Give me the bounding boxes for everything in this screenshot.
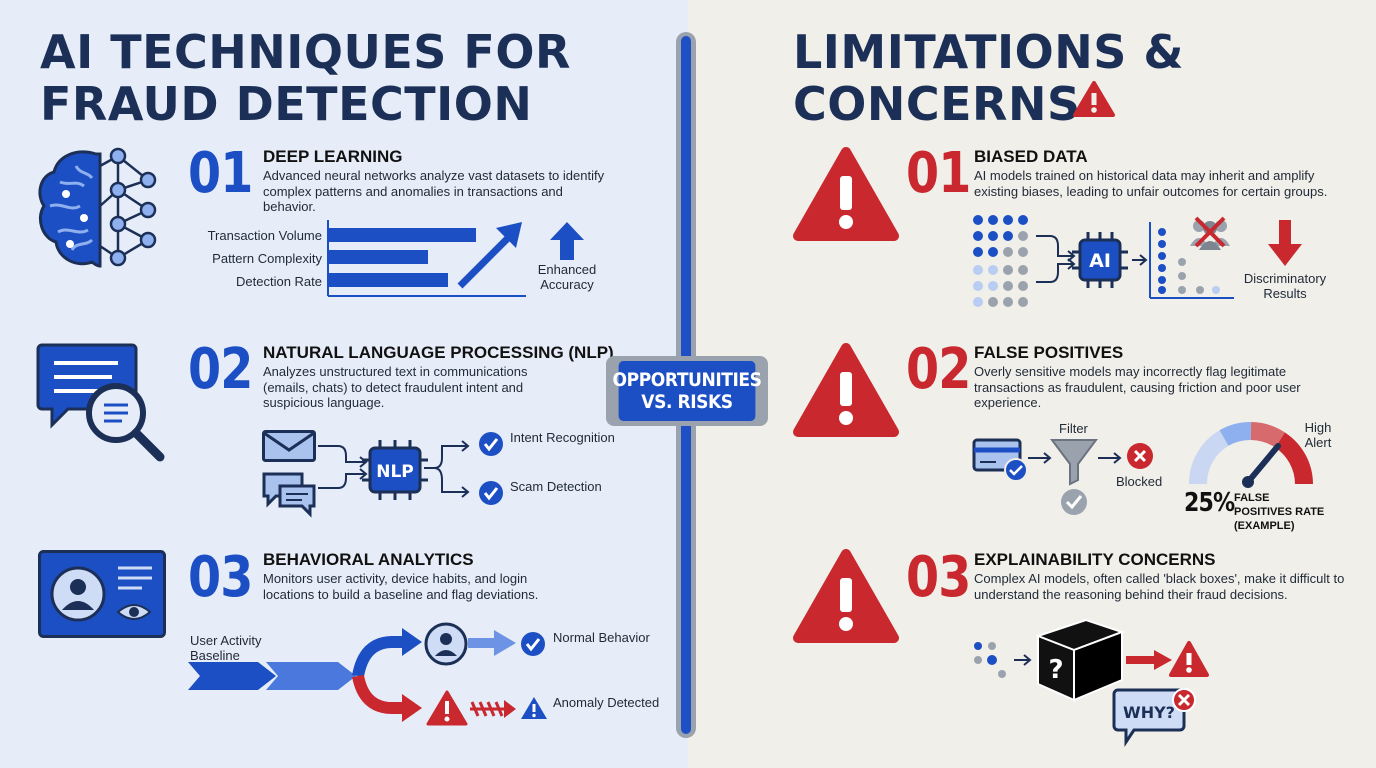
left-section-3-description: Monitors user activity, device habits, a… [263, 571, 539, 602]
left-section-2-title: NATURAL LANGUAGE PROCESSING (NLP) [263, 343, 614, 362]
blocked-x-icon [1127, 443, 1153, 469]
red-arrow-icon [1126, 650, 1172, 670]
envelope-icon [262, 430, 316, 462]
badge-line-1: OPPORTUNITIES [612, 369, 762, 391]
right-section-2-number: 02 [906, 337, 971, 402]
blocked-label: Blocked [1116, 474, 1163, 489]
high-alert-gauge [1188, 422, 1313, 488]
left-section-1-title: DEEP LEARNING [263, 147, 403, 166]
skewed-scatter-plot [1149, 222, 1234, 299]
chat-bubbles-icon [262, 472, 316, 518]
scam-check-icon [479, 481, 503, 505]
nlp-flow-connectors [318, 440, 470, 498]
filter-flow-arrows [1028, 452, 1122, 464]
intent-recognition-label: Intent Recognition [510, 430, 615, 445]
section-1-warning-icon [793, 147, 899, 241]
left-section-3-title: BEHAVIORAL ANALYTICS [263, 550, 474, 569]
user-activity-baseline-label: User Activity Baseline [190, 633, 262, 663]
black-box-icon: ? [1035, 618, 1125, 702]
right-title: LIMITATIONS & CONCERNS [793, 25, 1185, 131]
right-section-3-title: EXPLAINABILITY CONCERNS [974, 550, 1216, 569]
scam-detection-label: Scam Detection [510, 479, 602, 494]
why-speech-bubble: WHY? [1112, 688, 1196, 747]
black-box-question-mark: ? [1048, 655, 1063, 685]
false-positive-rate-value: 25% [1184, 488, 1235, 518]
right-section-2-description: Overly sensitive models may incorrectly … [974, 364, 1301, 410]
ai-chip-label: AI [1089, 250, 1111, 272]
left-section-2-description: Analyzes unstructured text in communicat… [263, 364, 528, 410]
brain-network-icon [38, 147, 157, 268]
anomaly-warning-icon [426, 690, 468, 726]
biased-data-connectors [1036, 235, 1148, 283]
title-warning-icon [1073, 81, 1115, 117]
right-section-3-number: 03 [906, 545, 971, 610]
anomaly-alert-icon [521, 697, 547, 719]
input-dots-icon [974, 642, 1032, 678]
excluded-group-icon [1190, 216, 1230, 250]
credit-card-check-icon [972, 438, 1028, 482]
section-2-warning-icon [793, 343, 899, 437]
up-arrow-icon [550, 222, 584, 260]
bar-label-transaction-volume: Transaction Volume [207, 228, 322, 243]
right-section-1-description: AI models trained on historical data may… [974, 168, 1328, 199]
bar-label-detection-rate: Detection Rate [236, 274, 322, 289]
bar-label-pattern-complexity: Pattern Complexity [212, 251, 322, 266]
filter-label: Filter [1059, 421, 1088, 436]
down-arrow-icon [1268, 220, 1302, 266]
normal-check-icon [521, 632, 545, 656]
opportunities-vs-risks-badge: OPPORTUNITIES VS. RISKS [606, 356, 768, 426]
right-section-3-description: Complex AI models, often called 'black b… [974, 571, 1345, 602]
anomaly-detected-label: Anomaly Detected [553, 695, 660, 710]
right-section-2-title: FALSE POSITIVES [974, 343, 1124, 362]
intent-check-icon [479, 432, 503, 456]
enhanced-accuracy-label: Enhanced Accuracy [537, 262, 597, 292]
bar-growth-graphic [327, 220, 526, 297]
filter-funnel-icon [1050, 439, 1098, 515]
user-circle-icon [424, 622, 468, 666]
section-3-warning-icon [793, 549, 899, 643]
user-profile-eye-icon [38, 550, 166, 638]
right-section-1-title: BIASED DATA [974, 147, 1088, 166]
why-label: WHY? [1123, 703, 1175, 722]
right-section-1-number: 01 [906, 141, 971, 206]
badge-line-2: VS. RISKS [641, 391, 733, 413]
left-section-1-description: Advanced neural networks analyze vast da… [263, 168, 605, 214]
nlp-chip-icon: NLP [362, 440, 428, 500]
false-positive-rate-label: FALSE POSITIVES RATE (EXAMPLE) [1234, 492, 1325, 532]
left-title: AI TECHNIQUES FOR FRAUD DETECTION [40, 25, 571, 131]
high-alert-label: High Alert [1304, 420, 1332, 450]
left-section-1-number: 01 [188, 141, 253, 206]
output-warning-icon [1169, 641, 1209, 677]
discriminatory-results-label: Discriminatory Results [1243, 271, 1327, 301]
ai-chip-icon: AI [1072, 232, 1128, 288]
left-section-2-number: 02 [188, 337, 253, 402]
left-section-3-number: 03 [188, 545, 253, 610]
behavior-flow-arrows [188, 628, 516, 722]
biased-data-dot-grid [973, 215, 1028, 307]
chat-search-icon [36, 343, 165, 462]
normal-behavior-label: Normal Behavior [553, 630, 650, 645]
nlp-chip-label: NLP [376, 462, 414, 482]
